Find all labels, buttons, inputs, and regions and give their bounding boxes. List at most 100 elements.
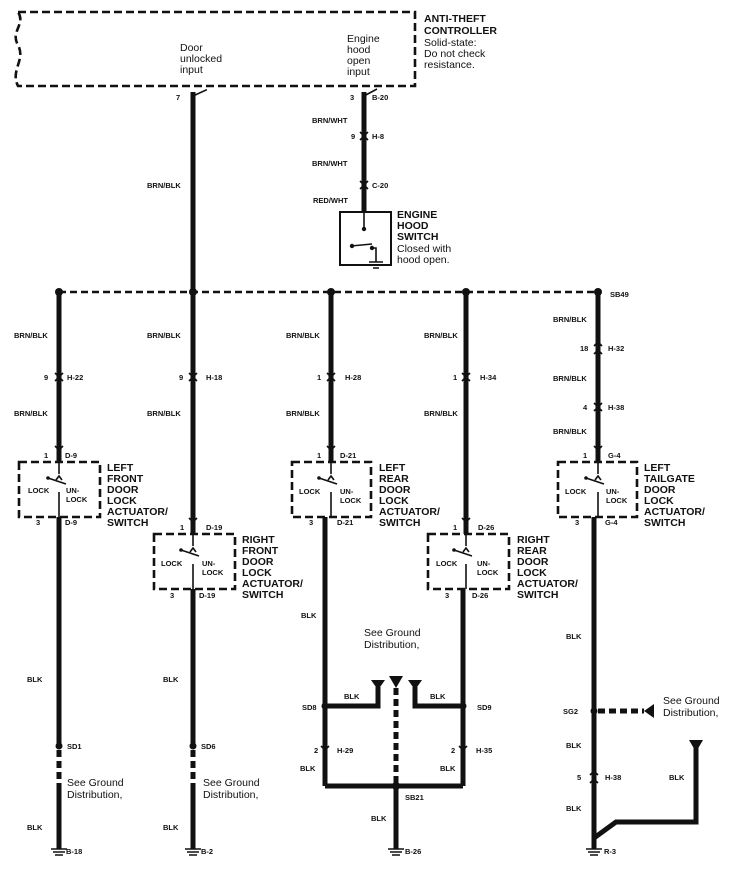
rear-ground: B-26 <box>405 847 421 856</box>
lr-pin-out: 3 <box>309 518 313 527</box>
rr-wire-b: BRN/BLK <box>424 409 458 418</box>
lr-pin-in: 1 <box>317 451 321 460</box>
tg-name-3: DOOR <box>644 484 676 496</box>
rr-name-6: SWITCH <box>517 589 558 601</box>
rr-conn-out: D-26 <box>472 591 488 600</box>
lf-name-2: FRONT <box>107 473 144 485</box>
tg-wire-e: BLK <box>566 804 582 813</box>
lr-conn-a: H-28 <box>345 373 361 382</box>
rr-splice: SD9 <box>477 703 492 712</box>
controller-note-2: Do not check <box>424 48 486 60</box>
lf-name-4: LOCK <box>107 495 137 507</box>
rr-wire-a: BRN/BLK <box>424 331 458 340</box>
rr-name-4: LOCK <box>517 567 547 579</box>
branch-right-front: BRN/BLK 9 H-18 BRN/BLK 1 D-19 LOCK UN- L… <box>147 292 303 856</box>
lr-name-5: ACTUATOR/ <box>379 506 440 518</box>
rf-name-2: FRONT <box>242 545 279 557</box>
lf-unlock-label-1: UN- <box>66 486 80 495</box>
rf-ground-note-1: See Ground <box>203 777 260 789</box>
rf-splice: SD6 <box>201 742 216 751</box>
hood-input-label-4: input <box>347 66 370 78</box>
rr-name-5: ACTUATOR/ <box>517 578 578 590</box>
hood-connector-c20 <box>359 180 369 190</box>
tg-name-4: LOCK <box>644 495 674 507</box>
lf-conn-a: H-22 <box>67 373 83 382</box>
lf-ground-note-1: See Ground <box>67 777 124 789</box>
tg-wire-a: BRN/BLK <box>553 315 587 324</box>
rr-pin-out: 3 <box>445 591 449 600</box>
splice-sb21: SB21 <box>405 793 424 802</box>
lf-name-6: SWITCH <box>107 517 148 529</box>
tg-wire-b2: BRN/BLK <box>553 427 587 436</box>
lf-pin-a: 9 <box>44 373 48 382</box>
lr-wire-b: BRN/BLK <box>286 409 320 418</box>
lf-wire-c: BLK <box>27 675 43 684</box>
hood-wire-1: BRN/WHT <box>312 116 348 125</box>
rr-splice-wire: BLK <box>430 692 446 701</box>
lr-pin-b: 2 <box>314 746 318 755</box>
tg-conn-out: G-4 <box>605 518 618 527</box>
branch-left-front: BRN/BLK 9 H-22 BRN/BLK 1 D-9 LOCK UN- LO… <box>14 292 168 856</box>
splice-sb49: SB49 <box>610 290 629 299</box>
rf-name-1: RIGHT <box>242 534 275 546</box>
lr-splice: SD8 <box>302 703 317 712</box>
hood-switch-contact <box>349 212 383 269</box>
tg-pin-b: 4 <box>583 403 588 412</box>
hood-connector-2: H-8 <box>372 132 384 141</box>
engine-hood-circuit: BRN/WHT 9 H-8 BRN/WHT C-20 RED/WHT ENGIN… <box>312 88 451 269</box>
rear-ground-wire: BLK <box>371 814 387 823</box>
hood-switch-name-1: ENGINE <box>397 209 437 221</box>
tg-unlock-label-1: UN- <box>606 487 620 496</box>
rr-name-1: RIGHT <box>517 534 550 546</box>
tg-ground-note-2: Distribution, <box>663 707 718 719</box>
anti-theft-controller: ANTI-THEFT CONTROLLER Solid-state: Do no… <box>14 10 497 102</box>
main-wire-color: BRN/BLK <box>147 181 181 190</box>
controller-title-2: CONTROLLER <box>424 25 497 37</box>
tg-ground-note-1: See Ground <box>663 695 720 707</box>
lr-splice-wire: BLK <box>344 692 360 701</box>
tg-splice: SG2 <box>563 707 578 716</box>
lr-pin-a: 1 <box>317 373 321 382</box>
rr-pin-b: 2 <box>451 746 455 755</box>
lf-wire-a: BRN/BLK <box>14 331 48 340</box>
lf-conn-out: D-9 <box>65 518 77 527</box>
lf-ground-note-2: Distribution, <box>67 789 122 801</box>
tg-conn-in: G-4 <box>608 451 621 460</box>
door-input-pin: 7 <box>176 93 180 102</box>
hood-connector-3: C-20 <box>372 181 388 190</box>
rear-ground-splice: See Ground Distribution, SB21 BLK B-26 <box>325 627 463 856</box>
rf-wire-a: BRN/BLK <box>147 331 181 340</box>
lr-lock-label: LOCK <box>299 487 321 496</box>
splice-bus: SB49 <box>55 288 629 299</box>
tg-wire-b: BRN/BLK <box>553 374 587 383</box>
lr-conn-in: D-21 <box>340 451 356 460</box>
lr-wire-d: BLK <box>300 764 316 773</box>
rf-conn-a: H-18 <box>206 373 222 382</box>
lr-wire-a: BRN/BLK <box>286 331 320 340</box>
rr-pin-a: 1 <box>453 373 457 382</box>
branch-right-rear: BRN/BLK 1 H-34 BRN/BLK 1 D-26 LOCK UN- L… <box>408 292 578 786</box>
lr-conn-b: H-29 <box>337 746 353 755</box>
lf-pin-out: 3 <box>36 518 40 527</box>
lr-name-1: LEFT <box>379 462 406 474</box>
tg-name-5: ACTUATOR/ <box>644 506 705 518</box>
tg-wire-f: BLK <box>669 773 685 782</box>
rr-unlock-label-2: LOCK <box>477 568 499 577</box>
hood-switch-name-2: HOOD <box>397 220 429 232</box>
tg-wire-d: BLK <box>566 741 582 750</box>
hood-input-pin: 3 <box>350 93 354 102</box>
hood-switch-note-1: Closed with <box>397 243 451 255</box>
rf-wire-c: BLK <box>163 675 179 684</box>
hood-switch-note-2: hood open. <box>397 254 450 266</box>
rr-wire-d: BLK <box>440 764 456 773</box>
lr-unlock-label-1: UN- <box>340 487 354 496</box>
hood-connector-h8 <box>359 131 369 141</box>
rf-ground-note-2: Distribution, <box>203 789 258 801</box>
branch-tailgate: BRN/BLK 18 H-32 BRN/BLK 4 H-38 BRN/BLK 1… <box>553 292 720 856</box>
hood-input-label-2: hood <box>347 44 371 56</box>
lr-name-4: LOCK <box>379 495 409 507</box>
lf-lock-label: LOCK <box>28 486 50 495</box>
lr-name-6: SWITCH <box>379 517 420 529</box>
tg-pin-out: 3 <box>575 518 579 527</box>
